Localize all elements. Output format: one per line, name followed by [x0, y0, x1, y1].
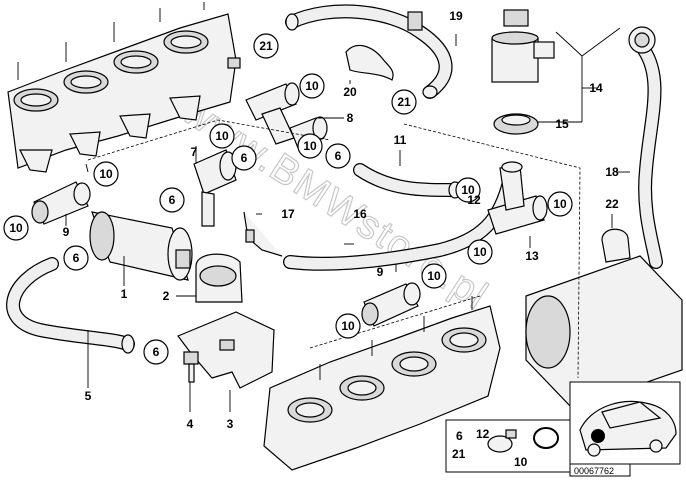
hose-sleeve-9-lower	[361, 282, 421, 327]
inset-label-10: 10	[514, 455, 528, 469]
svg-text:6: 6	[335, 149, 342, 163]
ring-15	[493, 113, 539, 135]
callout-12-text: 12	[467, 193, 481, 207]
svg-text:21: 21	[259, 39, 273, 53]
callout-10-f: 10	[455, 177, 481, 203]
callout-21-right: 21	[391, 89, 417, 115]
callout-10-e: 10	[3, 215, 29, 241]
callout-6-a: 6	[231, 145, 257, 171]
callout-18: 18	[605, 165, 619, 179]
callout-13: 13	[525, 249, 539, 263]
svg-text:10: 10	[303, 139, 317, 153]
svg-text:10: 10	[215, 129, 229, 143]
callout-15: 15	[555, 117, 569, 131]
svg-text:6: 6	[169, 193, 176, 207]
callout-22: 22	[605, 197, 619, 211]
hose-19	[285, 4, 453, 99]
pressure-sensor-14	[491, 9, 555, 83]
clamp-22	[601, 228, 631, 263]
hose-5	[6, 257, 135, 354]
bolt	[183, 351, 199, 383]
connector-7	[193, 149, 237, 227]
svg-text:6: 6	[153, 345, 160, 359]
callout-10-d: 10	[93, 161, 119, 187]
callout-10-h: 10	[467, 239, 493, 265]
callout-17: 17	[281, 207, 295, 221]
callout-20: 20	[343, 85, 357, 99]
callout-10-upper-a: 10	[299, 73, 325, 99]
hose-sleeve-9-upper	[31, 181, 91, 225]
inset-label-21: 21	[452, 447, 466, 461]
callout-4: 4	[187, 417, 194, 431]
callout-7: 7	[191, 145, 198, 159]
callout-6-c: 6	[159, 187, 185, 213]
vehicle-location-inset: 00067762	[569, 381, 681, 477]
throttle-assembly-lower	[263, 296, 501, 471]
charcoal-canister	[525, 255, 683, 409]
t-connector-13	[487, 161, 548, 235]
svg-text:6: 6	[241, 151, 248, 165]
callout-6-e: 6	[143, 339, 169, 365]
svg-text:10: 10	[427, 269, 441, 283]
svg-text:10: 10	[553, 197, 567, 211]
svg-text:10: 10	[305, 79, 319, 93]
hose-18	[628, 26, 663, 269]
svg-text:6: 6	[73, 251, 80, 265]
clip-20	[345, 44, 394, 81]
svg-text:10: 10	[461, 183, 475, 197]
callout-19: 19	[449, 9, 463, 23]
idle-control-valve	[89, 211, 193, 281]
callout-10-j: 10	[335, 313, 361, 339]
callout-3: 3	[227, 417, 234, 431]
hose-11	[353, 163, 462, 199]
callout-10-b: 10	[209, 123, 235, 149]
holder-bracket	[195, 253, 243, 303]
callout-9-upper: 9	[63, 225, 70, 239]
callout-14: 14	[589, 81, 603, 95]
check-valve-17	[243, 211, 283, 257]
svg-text:10: 10	[99, 167, 113, 181]
svg-text:21: 21	[397, 95, 411, 109]
svg-text:10: 10	[341, 319, 355, 333]
callout-10-c: 10	[297, 133, 323, 159]
inset-label-6: 6	[456, 429, 463, 443]
callout-6-d: 6	[63, 245, 89, 271]
callout-6-b: 6	[325, 143, 351, 169]
leader-lines	[65, 27, 630, 412]
callout-8: 8	[347, 111, 354, 125]
callout-10-i: 10	[421, 263, 447, 289]
inset-small-parts: 6 21 12 10	[445, 419, 571, 473]
svg-text:10: 10	[473, 245, 487, 259]
diagram-number: 00067762	[574, 466, 614, 476]
callout-11: 11	[394, 133, 407, 147]
callout-10-g: 10	[547, 191, 573, 217]
callout-1: 1	[121, 287, 128, 301]
callout-21-upper: 21	[253, 33, 279, 59]
svg-text:10: 10	[9, 221, 23, 235]
callout-5: 5	[85, 389, 92, 403]
inset-label-12: 12	[476, 427, 490, 441]
callout-16: 16	[353, 207, 367, 221]
throttle-assembly-upper	[7, 2, 241, 173]
callout-2: 2	[163, 289, 170, 303]
callout-9-lower: 9	[377, 265, 384, 279]
